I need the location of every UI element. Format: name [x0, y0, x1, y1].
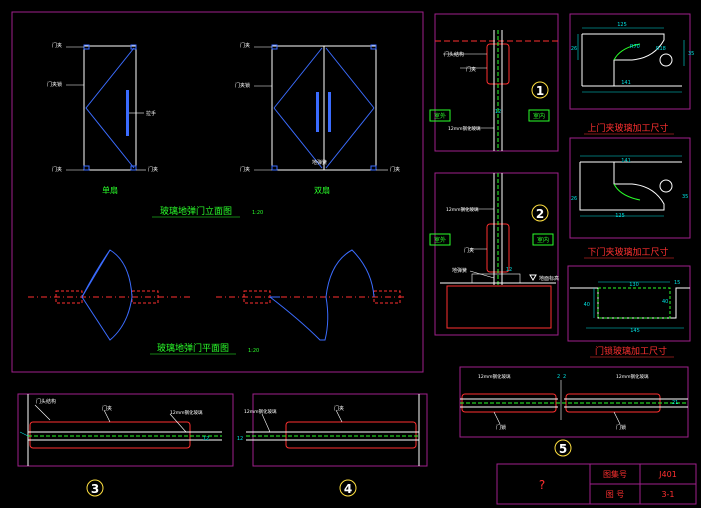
bottom-clip-dim-side-l: 26: [571, 196, 577, 202]
detail1-number: 1: [536, 84, 544, 98]
detail3-left-label: 门头结构: [36, 398, 56, 405]
detail1-dim: 12: [495, 109, 501, 115]
callout-handle: 拉手: [146, 110, 156, 117]
detail2-drawing: [440, 173, 556, 329]
detail5-glass-l-label: 12mm钢化玻璃: [478, 373, 511, 380]
detail2-clip-label: 门夹: [464, 247, 474, 254]
top-clip-dim-top: 125: [617, 22, 627, 28]
top-clip-dim-side-l: 26: [571, 46, 577, 52]
detail1-bubble: [531, 81, 549, 99]
detail3-bubble: [86, 479, 104, 497]
detail4-dim: 12: [237, 436, 243, 442]
lock-dim-left: 40: [584, 302, 590, 308]
drawing-no-value: 3-1: [661, 490, 674, 499]
top-clip-drawing: [577, 27, 685, 93]
detail5-gap-l: 2: [557, 374, 560, 380]
detail3-frame: [17, 393, 234, 467]
bottom-clip-drawing: [579, 155, 682, 217]
lock-drawing: [570, 281, 690, 329]
detail4-number: 4: [344, 482, 352, 496]
detail2-glass-label: 12mm钢化玻璃: [446, 206, 479, 213]
detail5-bubble: [554, 439, 572, 457]
detail5-dim: 21: [672, 400, 678, 406]
double-door-elevation: [254, 44, 388, 171]
detail1-outdoor-label: 室外: [434, 112, 446, 120]
detail3-drawing: [19, 394, 222, 466]
elevation-scale: 1:20: [252, 210, 263, 216]
detail3-clip-label: 门夹: [102, 405, 112, 412]
detail1-ceiling-label: 门头结构: [444, 51, 464, 58]
detail5-gap-r: 2: [563, 374, 566, 380]
detail3-dim: 12: [203, 436, 209, 442]
detail2-number: 2: [536, 207, 544, 221]
elevation-title: 玻璃地弹门立面图: [160, 205, 232, 217]
double-callout-bottom: 门夹: [240, 166, 250, 173]
detail1-clip-label: 门夹: [466, 66, 476, 73]
title-block: [496, 463, 697, 505]
lock-dim-tr: 15: [674, 280, 680, 286]
plan-view: [28, 249, 404, 341]
title-block-mark: ?: [539, 478, 545, 492]
detail4-bubble: [339, 479, 357, 497]
top-clip-frame: [569, 13, 691, 110]
callout-top: 门夹: [52, 42, 62, 49]
lock-frame: [567, 265, 691, 342]
detail5-lock-l-label: 门锁: [496, 424, 506, 431]
callout-bottom: 门夹: [52, 166, 62, 173]
detail3-number: 3: [91, 482, 99, 496]
detail2-bubble: [531, 204, 549, 222]
top-clip-dim-r: R70: [630, 44, 640, 50]
lock-dim-mid: 40: [662, 299, 668, 305]
double-door-label: 双扇: [314, 185, 330, 195]
lock-dim-top: 130: [629, 282, 639, 288]
drawing-set-value: J401: [658, 470, 677, 479]
detail1-indoor-label: 室内: [533, 112, 545, 120]
detail5-glass-r-label: 12mm钢化玻璃: [616, 373, 649, 380]
double-callout-pivot: 地弹簧: [312, 159, 327, 166]
detail1-drawing: [435, 30, 558, 151]
detail2-frame: [434, 172, 559, 336]
detail4-frame: [252, 393, 428, 467]
detail2-spring-label: 地弹簧: [452, 267, 467, 274]
top-clip-dim-bottom: 141: [621, 80, 631, 86]
plan-title: 玻璃地弹门平面图: [157, 342, 229, 354]
top-clip-title: 上门夹玻璃加工尺寸: [587, 122, 668, 134]
bottom-clip-dim-bottom: 125: [615, 213, 625, 219]
detail4-drawing: [246, 394, 420, 466]
detail5-drawing: [460, 380, 688, 425]
bottom-clip-dim-top: 141: [621, 158, 631, 164]
detail1-glass-label: 12mm钢化玻璃: [448, 125, 481, 132]
detail5-frame: [459, 366, 689, 438]
detail4-glass-label: 12mm钢化玻璃: [244, 408, 277, 415]
drawing-set-label: 图集号: [603, 469, 627, 479]
double-callout-top: 门夹: [240, 42, 250, 49]
callout-mid: 门夹锁: [47, 81, 62, 88]
detail3-glass-label: 12mm钢化玻璃: [170, 409, 203, 416]
drawing-no-label: 图 号: [606, 490, 625, 499]
detail4-clip-label: 门夹: [334, 405, 344, 412]
lock-dim-bottom: 145: [630, 328, 640, 334]
top-clip-dim-side-r: 35: [688, 51, 694, 57]
double-callout-bottom-right: 门夹: [390, 166, 400, 173]
callout-bottom-right: 门夹: [148, 166, 158, 173]
lock-title: 门锁玻璃加工尺寸: [595, 345, 667, 357]
detail1-frame: [434, 13, 559, 152]
bottom-clip-title: 下门夹玻璃加工尺寸: [587, 246, 668, 258]
detail2-outdoor-label: 室外: [434, 236, 446, 244]
bottom-clip-frame: [569, 137, 691, 239]
single-door-label: 单扇: [102, 185, 118, 195]
plan-scale: 1:20: [248, 348, 259, 354]
detail2-floor-label: 地面标高: [539, 275, 559, 282]
detail5-lock-r-label: 门锁: [616, 424, 626, 431]
detail5-number: 5: [559, 442, 567, 456]
double-callout-mid: 门夹锁: [235, 82, 250, 89]
single-door-elevation: [66, 44, 146, 171]
detail2-indoor-label: 室内: [537, 236, 549, 244]
detail2-dim: 12: [506, 267, 512, 273]
top-clip-dim-r2: R18: [656, 46, 666, 52]
elevation-frame: [11, 11, 424, 373]
bottom-clip-dim-side-r: 35: [682, 194, 688, 200]
